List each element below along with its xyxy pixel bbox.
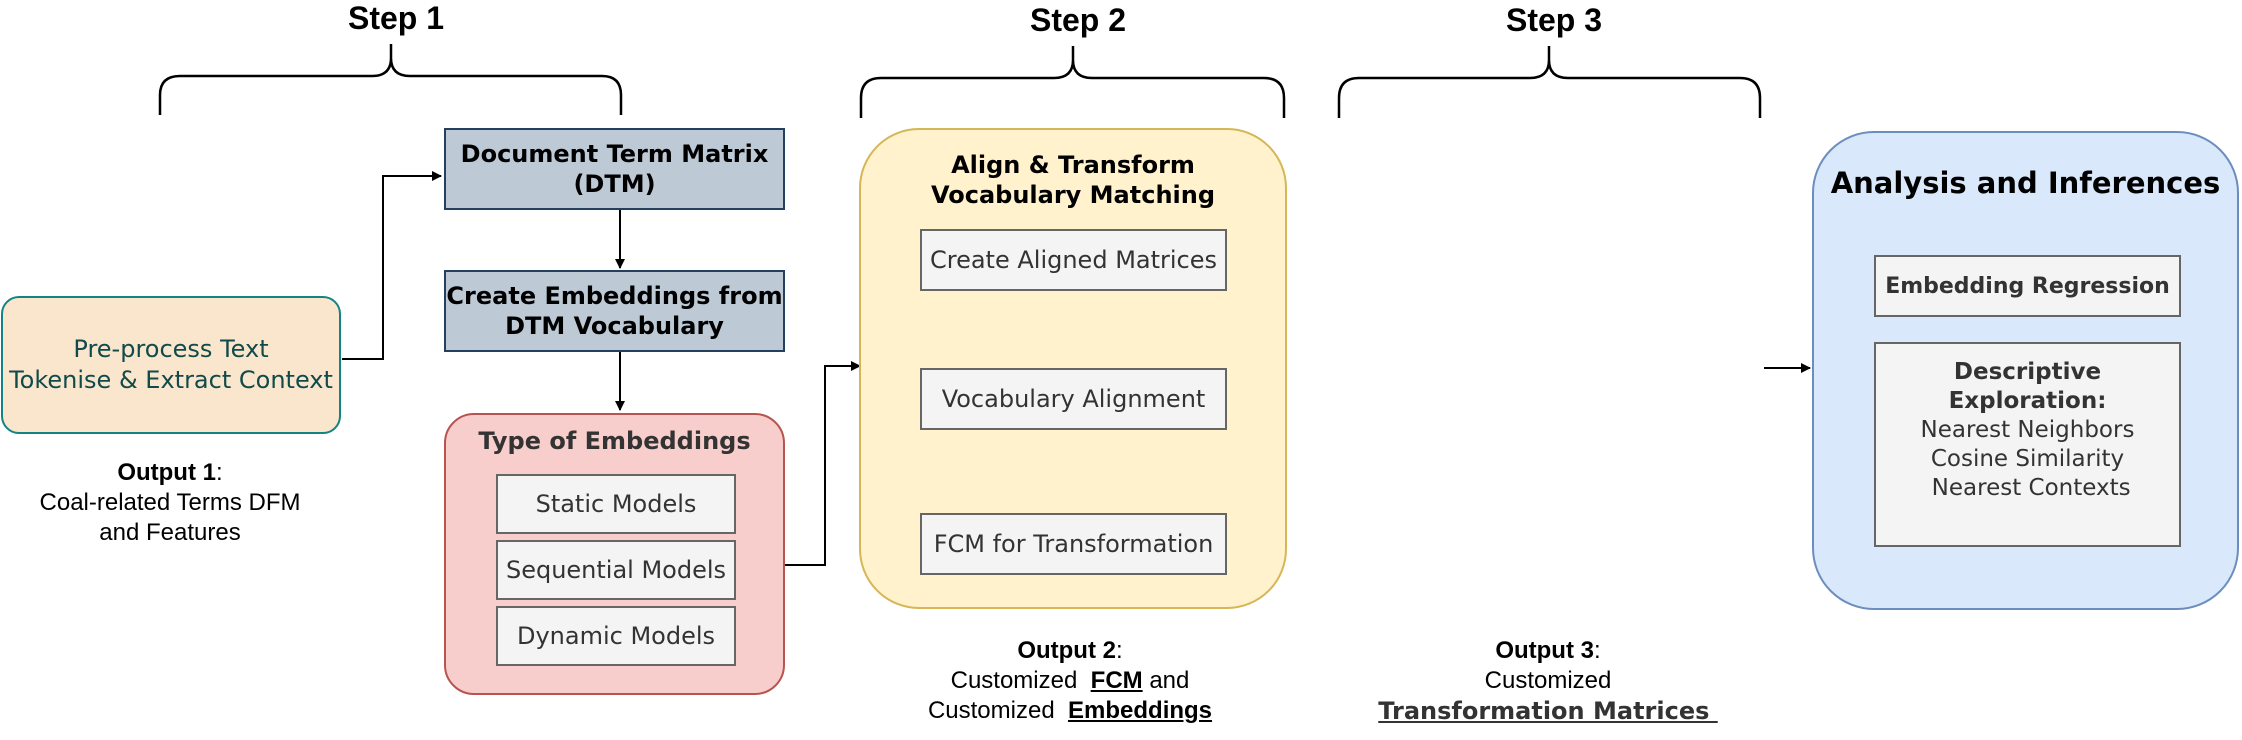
- output1-colon: :: [215, 459, 223, 486]
- analysis-regression: Embedding Regression: [1874, 255, 2181, 317]
- step2-brace: [859, 46, 1286, 118]
- preprocess-line2: Tokenise & Extract Context: [9, 366, 333, 394]
- output2-line1-prefix: Customized: [950, 667, 1084, 694]
- step3-brace: [1337, 46, 1762, 118]
- embeddings-from-dtm-line1: Create Embeddings from: [446, 282, 783, 310]
- types-item-dynamic: Dynamic Models: [496, 606, 736, 666]
- output3-line2: Transformation Matrices: [1378, 697, 1718, 725]
- output2-text: Output 2: Customized FCM and Customized …: [870, 636, 1270, 726]
- align-container: Align & Transform Vocabulary Matching Cr…: [859, 128, 1287, 609]
- arrow-types-to-align: [785, 361, 861, 566]
- types-container: Type of Embeddings Static Models Sequent…: [444, 413, 785, 695]
- align-item-create-aligned: Create Aligned Matrices: [920, 229, 1227, 291]
- align-item-fcm: FCM for Transformation: [920, 513, 1227, 575]
- output2-colon: :: [1115, 637, 1123, 664]
- output2-line1-suffix: and: [1142, 667, 1190, 694]
- output3-text: Output 3: Customized Transformation Matr…: [1348, 636, 1748, 726]
- dtm-line1: Document Term Matrix: [460, 140, 769, 168]
- output1-line1: Coal-related Terms DFM: [39, 489, 301, 516]
- step1-title: Step 1: [347, 0, 445, 36]
- output2-embeddings-term: Embeddings: [1068, 697, 1213, 724]
- step3-title: Step 3: [1505, 2, 1603, 38]
- align-title: Align & Transform Vocabulary Matching: [861, 150, 1285, 210]
- output2-fcm-term: FCM: [1090, 667, 1143, 694]
- dtm-box: Document Term Matrix (DTM): [444, 128, 785, 210]
- output3-line1: Customized: [1484, 667, 1612, 694]
- types-item-sequential: Sequential Models: [496, 540, 736, 600]
- descriptive-item-cosine: Cosine Similarity: [1930, 446, 2125, 472]
- types-item-static: Static Models: [496, 474, 736, 534]
- output1-line2: and Features: [99, 519, 241, 546]
- step2-title: Step 2: [1029, 2, 1127, 38]
- align-title-line1: Align & Transform: [951, 151, 1195, 179]
- align-title-line2: Vocabulary Matching: [930, 181, 1216, 209]
- output3-colon: :: [1593, 637, 1601, 664]
- align-item-vocab-alignment: Vocabulary Alignment: [920, 368, 1227, 430]
- embeddings-from-dtm-line2: DTM Vocabulary: [505, 312, 724, 340]
- arrow-preprocess-to-dtm: [342, 171, 442, 360]
- descriptive-title-line1: Descriptive: [1953, 359, 2102, 385]
- analysis-descriptive: Descriptive Exploration: Nearest Neighbo…: [1874, 342, 2181, 547]
- types-title: Type of Embeddings: [478, 427, 751, 455]
- preprocess-line1: Pre-process Text: [73, 335, 269, 363]
- output2-label: Output 2: [1017, 637, 1116, 664]
- output1-text: Output 1: Coal-related Terms DFM and Fea…: [20, 458, 320, 548]
- analysis-title: Analysis and Inferences: [1830, 166, 2221, 200]
- output2-line2-prefix: Customized: [927, 697, 1062, 724]
- embeddings-from-dtm-box: Create Embeddings from DTM Vocabulary: [444, 270, 785, 352]
- preprocess-box: Pre-process Text Tokenise & Extract Cont…: [1, 296, 341, 434]
- step1-brace: [158, 44, 623, 115]
- descriptive-title-line2: Exploration:: [1948, 388, 2107, 414]
- output3-label: Output 3: [1495, 637, 1594, 664]
- descriptive-item-contexts: Nearest Contexts: [1924, 475, 2131, 501]
- descriptive-item-neighbors: Nearest Neighbors: [1920, 417, 2135, 443]
- dtm-line2: (DTM): [573, 170, 656, 198]
- analysis-container: Analysis and Inferences Embedding Regres…: [1812, 131, 2239, 610]
- output1-label: Output 1: [117, 459, 216, 486]
